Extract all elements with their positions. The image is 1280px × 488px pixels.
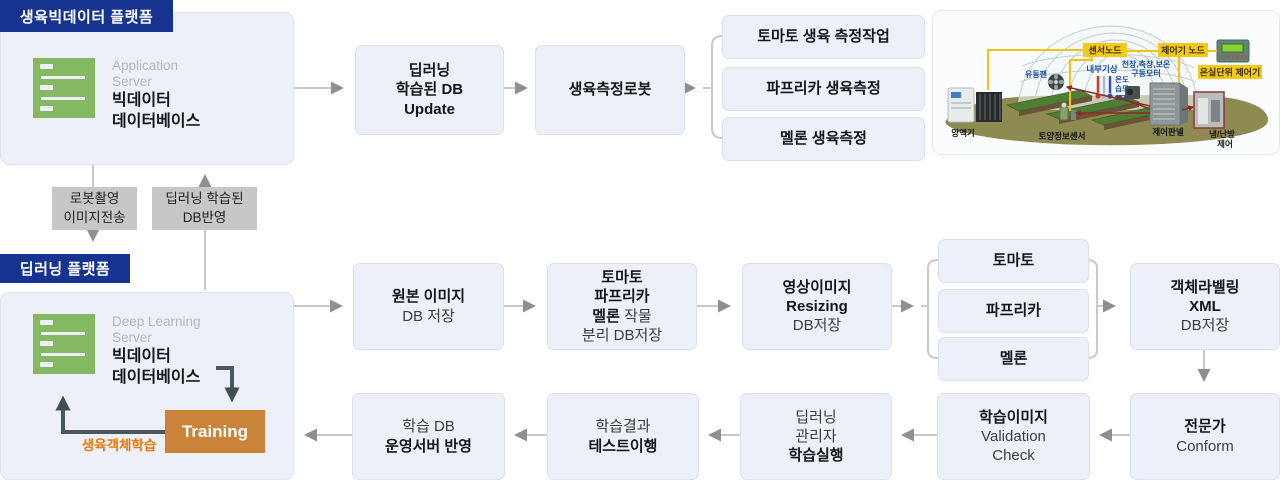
bigdata-platform-label-text: 생육빅데이터 플랫폼 [19, 8, 154, 26]
temp-label: 온도 [1115, 75, 1129, 84]
compound-controller-device: 복합환경제어기 [1216, 39, 1250, 63]
hvac-unit [1193, 91, 1225, 129]
server-name-line2: 데이터베이스 [112, 369, 201, 386]
blue-sensor-texts: 내부기상 천장,측장,보온 구동모터 유동팬 온도 습도 CO₂ [1025, 59, 1171, 102]
flow-box-tomato-task: 토마토 생육 측정작업 [722, 15, 925, 59]
server-role-line1: Application [112, 58, 179, 73]
controller-node-label: 제어기 노드 [1161, 45, 1206, 56]
flow-box-test: 학습결과 테스트이행 [547, 393, 699, 480]
flow-box-crop-melon: 멜론 [938, 337, 1089, 381]
motor-label-line1: 천장,측장,보온 [1122, 59, 1171, 69]
robot-upload-line2: 이미지전송 [63, 209, 126, 225]
circulation-fan [1047, 73, 1065, 91]
motor-label-line2: 구동모터 [1131, 68, 1160, 78]
soil-sensor-label: 토양정보센서 [1039, 131, 1086, 141]
db-reflect-line1: 딥러닝 학습된 [165, 191, 244, 207]
server-stack-icon [33, 314, 95, 374]
server-name-line1: 빅데이터 [112, 348, 171, 365]
training-label: Training [181, 421, 249, 441]
server-name-line1: 빅데이터 [112, 92, 171, 109]
nutrient-machine [947, 87, 1002, 123]
flow-box-crop-split: 토마토 파프리카 멜론 작물 분리 DB저장 [547, 263, 697, 350]
sensor-node-label: 센서노드 [1088, 45, 1122, 56]
deeplearning-platform-label: 딥러닝 플랫폼 [0, 254, 130, 283]
control-arrows [1065, 85, 1195, 116]
control-panel-label: 제어판넬 [1152, 127, 1183, 137]
growth-robot-label: 생육측정로봇 [568, 81, 652, 99]
greenhouse-frame [932, 10, 1280, 155]
flow-box-original-image: 원본 이미지 DB 저장 [353, 263, 504, 350]
indoor-weather-label: 내부기상 [1086, 64, 1117, 74]
flow-box-db-update: 딥러닝 학습된 DB Update [355, 45, 504, 135]
application-server: Application Server 빅데이터 데이터베이스 [33, 58, 200, 132]
training-caption: 생육객체학습 [81, 438, 157, 453]
crop-beds [1005, 89, 1184, 130]
unit-controller-label: 온실단위 제어기 [1200, 67, 1260, 78]
hvac-label-line2: 제어 [1217, 139, 1233, 149]
flow-box-crop-paprika: 파프리카 [938, 289, 1089, 333]
flow-box-melon-task: 멜론 생육측정 [722, 117, 925, 161]
deeplearning-platform-label-text: 딥러닝 플랫폼 [19, 261, 111, 278]
fan-label: 유동팬 [1025, 69, 1047, 79]
yellow-node-labels: 센서노드 제어기 노드 온실단위 제어기 [1083, 43, 1262, 79]
flow-box-growth-robot: 생육측정로봇 [535, 45, 685, 135]
db-reflect-label: 딥러닝 학습된 DB반영 [152, 187, 257, 230]
db-update-line3: Update [404, 100, 455, 118]
sensor-wiring [987, 49, 1217, 111]
flow-box-expert: 전문가 Conform [1130, 393, 1280, 480]
greenhouse-illustration: 복합환경제어기 센서노드 제어기 노드 온실단위 제어기 내부기 [932, 10, 1280, 155]
flow-box-training-run: 딥러닝 관리자 학습실행 [740, 393, 892, 480]
server-stack-icon [33, 58, 95, 118]
flow-box-resizing: 영상이미지 Resizing DB저장 [742, 263, 892, 350]
server-role-line2: Server [112, 330, 152, 345]
db-update-line1: 딥러닝 [408, 62, 451, 80]
flow-box-crop-tomato: 토마토 [938, 239, 1089, 283]
flow-box-paprika-task: 파프리카 생육측정 [722, 67, 925, 111]
robot-upload-label: 로봇촬영 이미지전송 [52, 187, 137, 230]
training-box: Training [165, 410, 265, 453]
db-reflect-line2: DB반영 [182, 209, 227, 225]
flow-box-labeling: 객체라벨링 XML DB저장 [1130, 263, 1280, 350]
db-update-line2: 학습된 DB [395, 81, 464, 99]
flow-box-deploy: 학습 DB 운영서버 반영 [352, 393, 505, 480]
equipment-labels: 양액기 토양정보센서 제어판넬 냉/난방 제어 [951, 127, 1235, 149]
drive-motor [1125, 86, 1140, 99]
server-role-line2: Server [112, 74, 152, 89]
soil-sensor [1059, 102, 1076, 121]
tomato-task-label: 토마토 생육 측정작업 [757, 28, 890, 46]
bigdata-platform-label: 생육빅데이터 플랫폼 [0, 0, 173, 32]
co2-label: CO₂ [1115, 93, 1130, 102]
nutrient-label: 양액기 [951, 128, 974, 138]
flow-box-validation: 학습이미지 Validation Check [937, 393, 1090, 480]
thermometer-icons [1095, 76, 1113, 99]
ground [945, 95, 1268, 146]
server-role-line1: Deep Learning [112, 314, 201, 329]
hvac-label-line1: 냉/난방 [1209, 129, 1235, 139]
greenhouse-structure [1017, 25, 1199, 111]
device-label: 복합환경제어기 [1219, 54, 1248, 61]
deep-learning-server: Deep Learning Server 빅데이터 데이터베이스 [33, 314, 201, 388]
humidity-label: 습도 [1115, 83, 1129, 93]
paprika-task-label: 파프리카 생육측정 [766, 80, 881, 98]
control-cabinet [1149, 82, 1188, 126]
robot-upload-line1: 로봇촬영 [69, 191, 120, 207]
melon-task-label: 멜론 생육측정 [780, 130, 867, 148]
server-name-line2: 데이터베이스 [112, 113, 201, 130]
